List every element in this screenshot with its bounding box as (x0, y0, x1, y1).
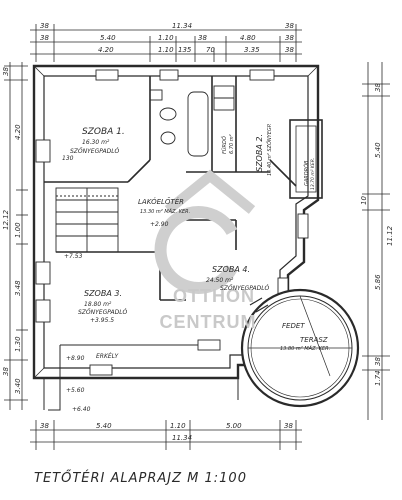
watermark-line1: OTTHON (173, 286, 255, 306)
level-markers: +7.53 +2.90 +8.90 +5.60 +6.40 (64, 221, 169, 413)
terasz-area: 13.80 m² MÁZ. KER. (280, 345, 330, 352)
szoba4-area: 24.50 m² (206, 277, 234, 284)
dim-left-7: 38 (2, 367, 10, 376)
dim-top-14: 3.35 (244, 46, 260, 54)
dim-top-4: 38 (40, 34, 49, 42)
dim-top-1: 38 (40, 22, 49, 30)
windows (35, 69, 309, 376)
dim-top-11: 1.10 (158, 46, 174, 54)
lakoeloter-area: 13.30 m² MÁZ. KER. (140, 208, 190, 215)
round-terrace (240, 288, 360, 408)
lakoeloter-name: LAKÓELŐTÉR (138, 197, 184, 206)
szoba3-name: SZOBA 3. (84, 289, 122, 298)
dim-left-6: 1.30 (14, 336, 22, 352)
szoba2-area: 10.40 m² SZŐNYEGP. (266, 123, 273, 176)
right-dimension-lines: 38 5.40 10 11.12 5.86 38 1.74 (360, 62, 394, 420)
dim-left-3: 12.12 (2, 209, 10, 230)
right-bay (289, 119, 323, 199)
dim-right-2: 5.40 (374, 142, 382, 158)
dim-bottom-3: 1.10 (170, 422, 186, 430)
drawing-title: TETŐTÉRI ALAPRAJZ M 1:100 (34, 470, 247, 486)
terasz-name: TERASZ (300, 336, 328, 344)
gardrob-area: 13.70 m² KER. (310, 158, 316, 190)
szoba1-name: SZOBA 1. (82, 127, 125, 137)
dim-bottom-1: 38 (40, 422, 49, 430)
dim-top-13: 70 (206, 46, 215, 54)
szoba3-floor: SZŐNYEGPADLÓ (78, 309, 127, 316)
szoba1-height: 130 (62, 155, 74, 162)
watermark-line2: CENTRUM (160, 312, 257, 332)
dim-top-10: 4.20 (98, 46, 114, 54)
dim-right-1: 38 (374, 83, 382, 92)
dim-left-1: 38 (2, 67, 10, 76)
dim-right-7: 1.74 (374, 370, 382, 386)
dim-left-8: 3.40 (14, 378, 22, 394)
bottom-dimension-lines: 38 5.40 1.10 5.00 38 11.34 (30, 420, 302, 450)
szoba3-area: 18.80 m² (84, 301, 112, 308)
dim-right-3: 10 (360, 196, 368, 205)
staircase (55, 187, 119, 253)
balcony (43, 345, 239, 411)
dim-top-5: 5.40 (100, 34, 116, 42)
erkely-label: ERKÉLY (96, 352, 119, 360)
dim-right-6: 38 (374, 357, 382, 366)
room-labels: SZOBA 1. 16.30 m² SZŐNYEGPADLÓ 130 SZOBA… (62, 123, 330, 360)
szoba4-floor: SZŐNYEGPADLÓ (220, 285, 269, 292)
level-2: +2.90 (150, 221, 169, 228)
dim-bottom-4: 5.00 (226, 422, 242, 430)
gardrob-name: GARDRÓB (303, 160, 310, 186)
dim-top-9: 38 (285, 34, 294, 42)
level-4: +5.60 (66, 387, 85, 394)
szoba4-name: SZOBA 4. (212, 265, 250, 274)
dim-bottom-5: 38 (284, 422, 293, 430)
fedet-label: FEDET (282, 322, 305, 330)
bathroom-fixtures (149, 85, 235, 157)
szoba1-area: 16.30 m² (82, 139, 110, 146)
furdo-area: 6.70 m² (229, 134, 235, 154)
dim-left-4: 1.00 (14, 222, 22, 238)
dim-left-5: 3.48 (14, 280, 22, 296)
dim-top-8: 4.80 (240, 34, 256, 42)
dim-top-7: 38 (198, 34, 207, 42)
szoba1-floor: SZŐNYEGPADLÓ (70, 148, 119, 155)
dim-top-12: 135 (178, 46, 192, 54)
left-dimension-lines: 38 4.20 12.12 1.00 3.48 1.30 38 3.40 (2, 62, 28, 410)
level-1: +7.53 (64, 253, 83, 260)
szoba3-level: +3.95.5 (90, 317, 114, 324)
level-5: +6.40 (72, 406, 91, 413)
dim-bottom-2: 5.40 (96, 422, 112, 430)
dim-right-4: 11.12 (386, 225, 394, 246)
dim-top-6: 1.10 (158, 34, 174, 42)
dim-top-3: 38 (285, 22, 294, 30)
top-dimension-lines: 38 11.34 38 38 5.40 1.10 38 4.80 38 4.20… (30, 22, 302, 62)
dim-bottom-6: 11.34 (172, 434, 192, 442)
dim-top-2: 11.34 (172, 22, 192, 30)
watermark-logo: OTTHON CENTRUM (154, 169, 257, 332)
dim-top-15: 38 (285, 46, 294, 54)
level-3: +8.90 (66, 355, 85, 362)
dim-left-2: 4.20 (14, 124, 22, 140)
furdo-name: FÜRDŐ (221, 136, 228, 154)
dim-right-5: 5.86 (374, 274, 382, 290)
szoba2-name: SZOBA 2. (255, 134, 264, 172)
